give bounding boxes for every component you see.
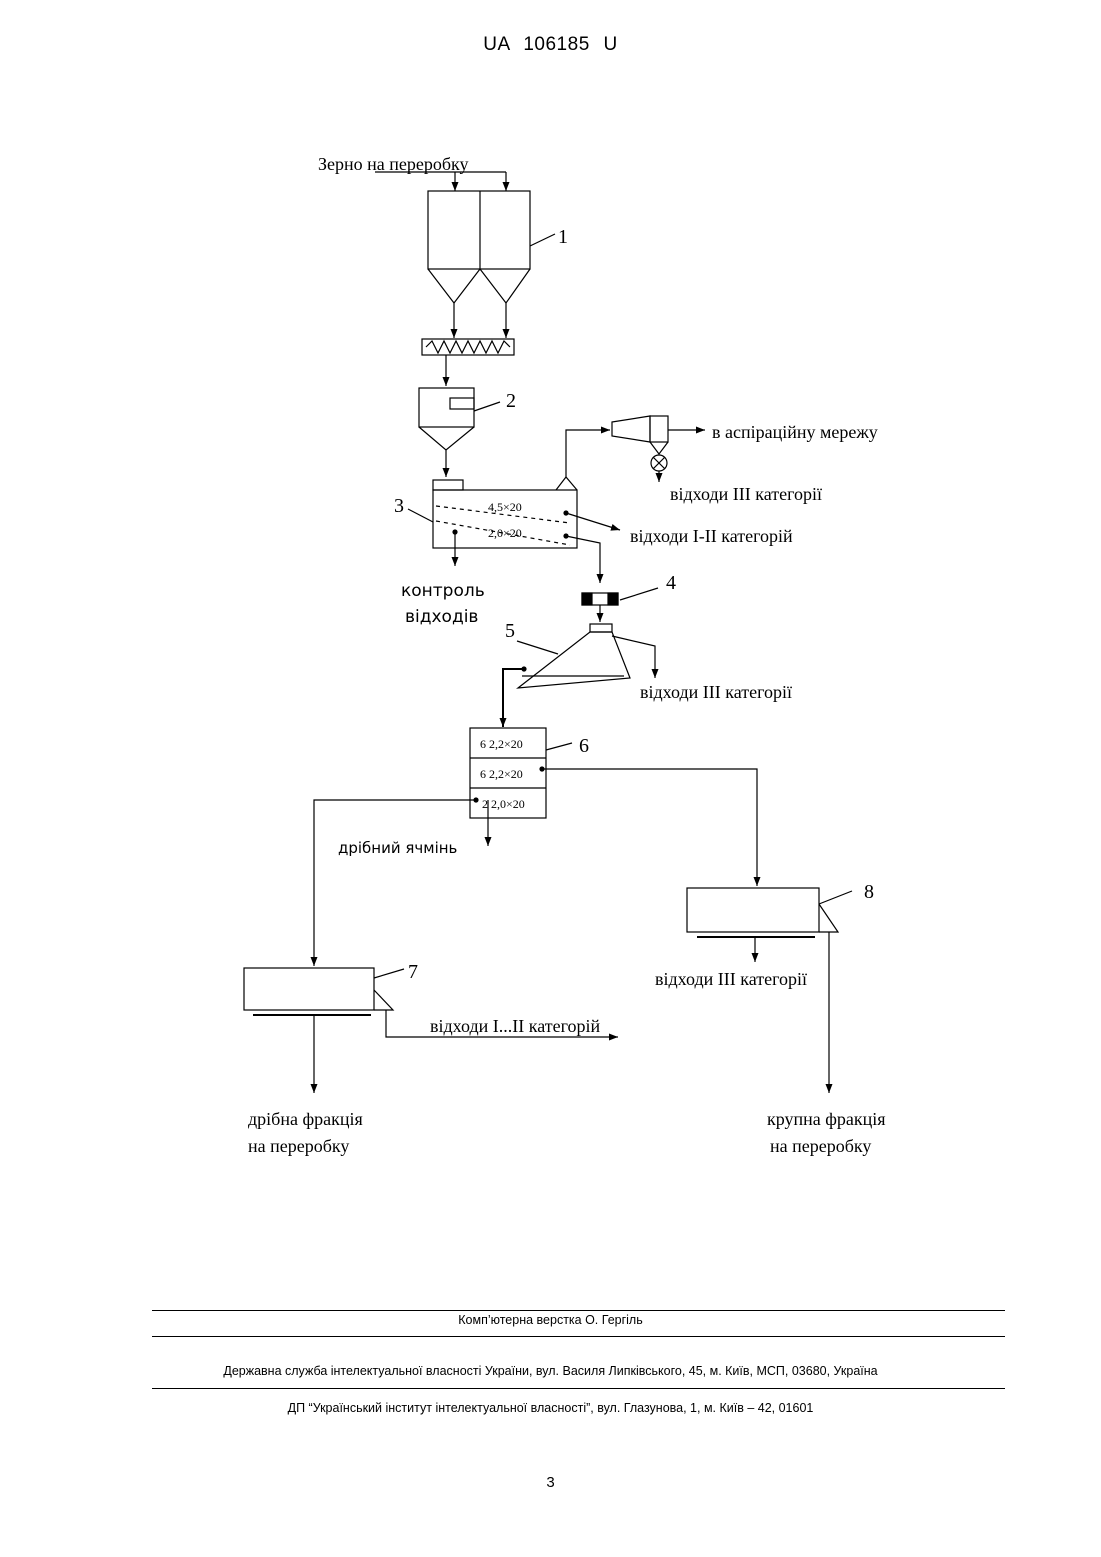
unit-1-number: 1 xyxy=(558,226,568,248)
waste-control-label-line2: відходів xyxy=(405,607,478,627)
unit-7-leader xyxy=(374,969,404,978)
sieve-3-upper-label: 4,5×20 xyxy=(488,500,522,514)
input-grain-label: Зерно на переробку xyxy=(318,154,469,174)
agency-address: Державна служба інтелектуальної власност… xyxy=(0,1364,1101,1378)
unit-7-number: 7 xyxy=(408,961,418,983)
layout-credit: Комп’ютерна верстка О. Гергіль xyxy=(0,1313,1101,1327)
fine-fraction-label-line1: дрібна фракція xyxy=(248,1109,363,1129)
unit-3-number: 3 xyxy=(394,495,404,517)
footer-divider-bottom xyxy=(152,1388,1005,1389)
small-barley-label: дрібний ячмінь xyxy=(338,839,457,857)
unit-5-leader xyxy=(517,641,558,654)
institute-address: ДП “Український інститут інтелектуальної… xyxy=(0,1401,1101,1415)
unit-8-trieur xyxy=(687,888,838,1093)
waste-category-3-label-c: відходи III категорії xyxy=(655,969,807,989)
waste-category-1-2-label-b: відходи I...II категорій xyxy=(430,1016,601,1036)
unit-2-separator xyxy=(419,388,474,477)
screw-conveyor xyxy=(422,339,514,355)
unit-2-leader xyxy=(474,402,500,411)
waste-control-label-line1: контроль xyxy=(401,581,485,601)
unit-4-number: 4 xyxy=(666,572,676,594)
waste-category-1-2-label: відходи I-II категорій xyxy=(630,526,793,546)
unit-1-bins xyxy=(428,191,530,338)
footer-divider-top xyxy=(152,1310,1005,1311)
unit-1-leader xyxy=(530,234,555,246)
coarse-fraction-label-line2: на переробку xyxy=(770,1136,871,1156)
waste-category-3-label-a: відходи III категорії xyxy=(670,484,822,504)
sieve-3-lower-label: 2,0×20 xyxy=(488,526,522,540)
aspiration-network-label: в аспіраційну мережу xyxy=(712,422,878,442)
unit-6-number: 6 xyxy=(579,735,589,757)
footer-divider-middle xyxy=(152,1336,1005,1337)
aspiration-cyclone xyxy=(566,416,705,482)
coarse-fraction-label-line1: крупна фракція xyxy=(767,1109,886,1129)
sieve-6-row1-label: 6 2,2×20 xyxy=(480,737,523,751)
unit-2-number: 2 xyxy=(506,390,516,412)
sieve-6-row2-label: 6 2,2×20 xyxy=(480,767,523,781)
fine-fraction-label-line2: на переробку xyxy=(248,1136,349,1156)
sieve-6-row3-label: 2 2,0×20 xyxy=(482,797,525,811)
unit-8-leader xyxy=(819,891,852,904)
unit-5-number: 5 xyxy=(505,620,515,642)
unit-3-leader xyxy=(408,509,433,522)
page-number: 3 xyxy=(0,1474,1101,1491)
waste-category-3-label-b: відходи III категорії xyxy=(640,682,792,702)
unit-4-leader xyxy=(620,588,658,600)
unit-4-magnet xyxy=(582,593,618,622)
unit-5-aspirator xyxy=(503,624,655,727)
unit-3-sieve-separator xyxy=(433,477,620,583)
unit-8-number: 8 xyxy=(864,881,874,903)
unit-6-leader xyxy=(546,743,572,750)
